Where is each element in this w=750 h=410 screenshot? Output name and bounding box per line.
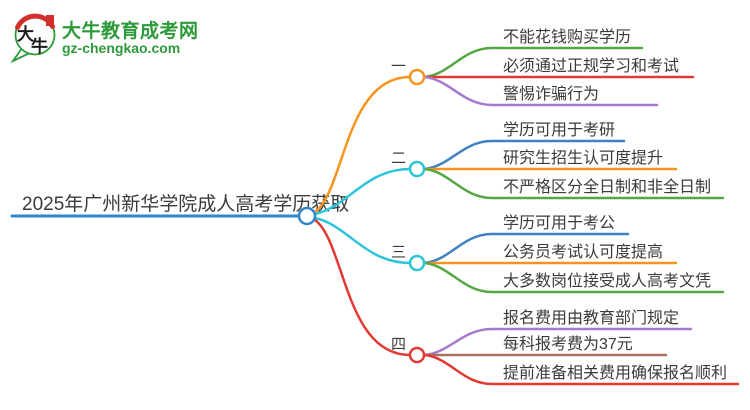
branch-1-node-circle[interactable]	[408, 68, 426, 86]
branch-3-item-3-text[interactable]: 大多数岗位接受成人高考文凭	[503, 272, 711, 290]
branch-4-item-2-text[interactable]: 每科报考费为37元	[503, 335, 633, 353]
branch-3-label: 三	[391, 244, 406, 261]
branch-4-item-3-line	[422, 353, 740, 386]
branch-2-item-3-text[interactable]: 不严格区分全日制和非全日制	[503, 178, 711, 196]
branch-2: 二 学历可用于考研 研究生招生认可度提升 不严格区分全日制和非全日制	[391, 121, 725, 200]
root-node-circle[interactable]	[297, 206, 317, 226]
branch-1-label: 一	[391, 58, 406, 75]
logo-subtitle: gz-chengkao.com	[62, 40, 180, 56]
branch-2-item-1-line	[422, 139, 626, 171]
branch-2-label: 二	[391, 150, 406, 167]
branch-1: 一 不能花钱购买学历 必须通过正规学习和考试 警惕诈骗行为	[391, 28, 695, 107]
branch-4-node-circle[interactable]	[408, 346, 426, 364]
logo-seal-icon	[46, 15, 54, 26]
branch-1-item-1-line	[422, 46, 644, 79]
branch-3-item-1-line	[422, 232, 630, 265]
branch-4-item-1-text[interactable]: 报名费用由教育部门规定	[503, 309, 679, 327]
branch-2-item-2-text[interactable]: 研究生招生认可度提升	[503, 149, 663, 167]
branch-4-curve	[313, 218, 412, 357]
logo-char-top: 大	[17, 24, 34, 44]
branch-2-curve	[313, 167, 412, 216]
branch-4-item-1-line	[422, 327, 693, 357]
branch-2-node-circle[interactable]	[408, 160, 426, 178]
logo-char-bottom: 牛	[31, 36, 48, 56]
branch-3-curve	[313, 216, 412, 265]
root-topic-text[interactable]: 2025年广州新华学院成人高考学历获取	[22, 193, 349, 215]
branch-3-item-2-text[interactable]: 公务员考试认可度提高	[503, 243, 663, 261]
branch-1-curve	[313, 75, 412, 214]
branch-2-item-1-text[interactable]: 学历可用于考研	[503, 121, 615, 139]
branch-3-node-circle[interactable]	[408, 254, 426, 272]
branch-1-item-1-text[interactable]: 不能花钱购买学历	[503, 28, 631, 46]
logo-title: 大牛教育成考网	[62, 19, 199, 42]
branch-1-item-3-line	[422, 75, 659, 107]
branch-2-item-3-line	[422, 167, 725, 200]
site-logo: 大 牛 大牛教育成考网 gz-chengkao.com	[10, 13, 199, 64]
branch-3-item-1-text[interactable]: 学历可用于考公	[503, 214, 615, 232]
branch-1-item-2-text[interactable]: 必须通过正规学习和考试	[503, 57, 679, 75]
branch-3-item-3-line	[422, 261, 725, 294]
branch-1-item-3-text[interactable]: 警惕诈骗行为	[503, 85, 599, 103]
branch-3: 三 学历可用于考公 公务员考试认可度提高 大多数岗位接受成人高考文凭	[391, 214, 725, 294]
branch-4-item-3-text[interactable]: 提前准备相关费用确保报名顺利	[503, 364, 727, 382]
branch-4-label: 四	[391, 336, 406, 353]
branch-4: 四 报名费用由教育部门规定 每科报考费为37元 提前准备相关费用确保报名顺利	[391, 309, 740, 386]
